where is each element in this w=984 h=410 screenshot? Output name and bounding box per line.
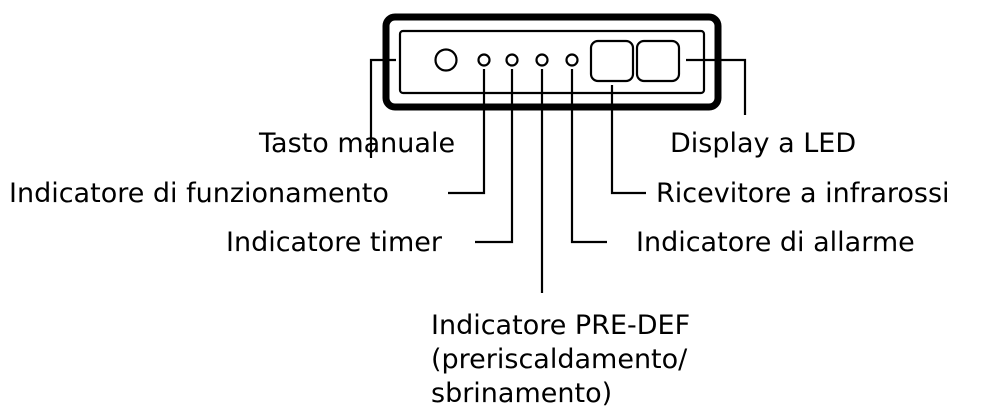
label-predef-line-1: Indicatore PRE-DEF (431, 310, 690, 341)
leader-operation-indicator (448, 69, 486, 195)
timer-indicator-led (505, 53, 519, 67)
ir-receiver-window (589, 39, 635, 83)
operation-indicator-led (477, 53, 491, 67)
label-predef-line-3: sbrinamento) (431, 378, 612, 409)
alarm-indicator-led (565, 53, 579, 67)
label-led-display: Display a LED (670, 128, 856, 159)
leader-ir-receiver (610, 85, 646, 195)
label-manual-button: Tasto manuale (258, 128, 455, 159)
leader-manual-button (369, 58, 396, 158)
led-display-window (635, 39, 681, 83)
label-operation-indicator: Indicatore di funzionamento (9, 178, 389, 209)
label-ir-receiver: Ricevitore a infrarossi (656, 178, 950, 209)
panel-housing-inner (398, 29, 706, 95)
label-alarm-indicator: Indicatore di allarme (636, 227, 915, 258)
predef-indicator-led (535, 53, 549, 67)
panel-housing-outer (382, 13, 722, 111)
leader-timer-indicator (475, 69, 514, 244)
label-predef-indicator: Indicatore PRE-DEF (preriscaldamento/ sb… (431, 310, 699, 409)
label-predef-line-2: (preriscaldamento/ (431, 344, 688, 375)
leader-led-display (686, 58, 747, 115)
leader-alarm-indicator (570, 69, 607, 244)
label-timer-indicator: Indicatore timer (226, 227, 443, 258)
manual-button[interactable] (434, 48, 458, 72)
